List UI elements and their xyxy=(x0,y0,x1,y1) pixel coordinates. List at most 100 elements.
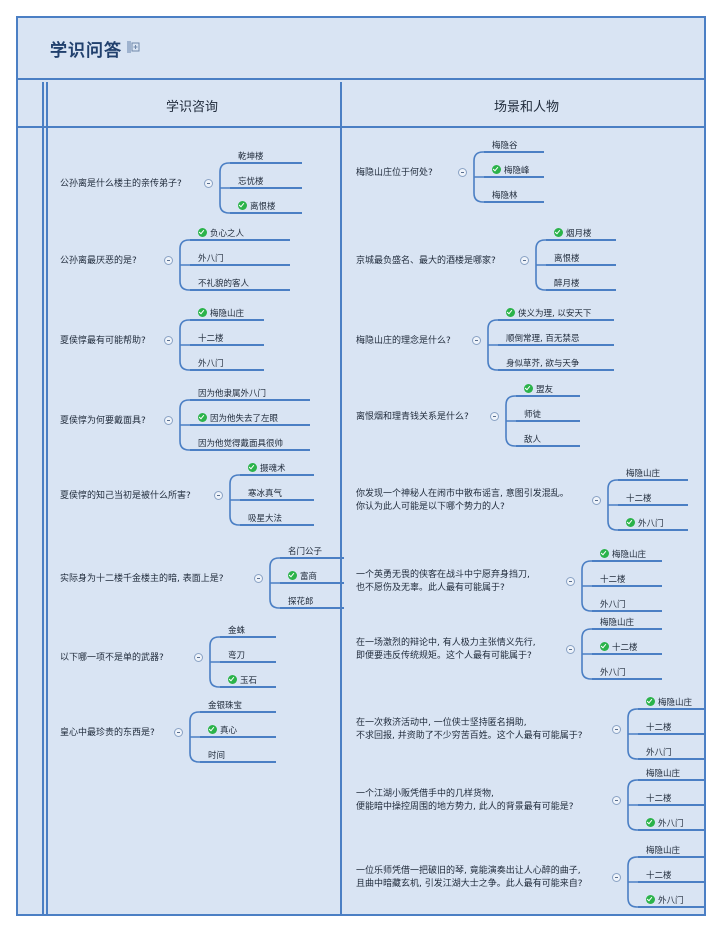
collapse-toggle[interactable] xyxy=(472,336,481,345)
option-underline xyxy=(638,881,704,883)
option-underline xyxy=(190,344,264,346)
option-underline xyxy=(240,474,314,476)
option-underline xyxy=(638,804,704,806)
collapse-toggle[interactable] xyxy=(490,412,499,421)
option-label[interactable]: 离恨楼 xyxy=(238,200,276,212)
option-label[interactable]: 十二楼 xyxy=(626,492,652,504)
collapse-toggle[interactable] xyxy=(458,168,467,177)
option-label[interactable]: 十二楼 xyxy=(198,332,224,344)
option-label[interactable]: 侠义为理, 以安天下 xyxy=(506,307,591,319)
option-label[interactable]: 外八门 xyxy=(600,666,626,678)
option-label[interactable]: 金蛛 xyxy=(228,624,245,636)
option-label[interactable]: 梅隐峰 xyxy=(492,164,530,176)
option-label[interactable]: 外八门 xyxy=(198,252,224,264)
option-label[interactable]: 梅隐山庄 xyxy=(646,844,680,856)
collapse-toggle[interactable] xyxy=(254,574,263,583)
check-icon xyxy=(208,725,217,734)
question-line: 皇心中最珍贵的东西是? xyxy=(60,727,155,738)
option-label[interactable]: 因为他隶属外八门 xyxy=(198,387,266,399)
option-label[interactable]: 摄魂术 xyxy=(248,462,286,474)
option-underline xyxy=(190,319,264,321)
option-label[interactable]: 十二楼 xyxy=(600,641,638,653)
collapse-toggle[interactable] xyxy=(194,653,203,662)
option-label[interactable]: 外八门 xyxy=(646,894,684,906)
collapse-toggle[interactable] xyxy=(612,873,621,882)
option-underline xyxy=(240,499,314,501)
option-label[interactable]: 梅隐林 xyxy=(492,189,518,201)
collapse-toggle[interactable] xyxy=(566,577,575,586)
option-label[interactable]: 顺倒常理, 百无禁忌 xyxy=(506,332,579,344)
question-line: 一个英勇无畏的侠客在战斗中宁愿弃身挡刀, xyxy=(356,570,530,580)
question-line: 且曲中暗藏玄机, 引发江湖大士之争。此人最有可能来自? xyxy=(356,879,583,889)
collapse-toggle[interactable] xyxy=(214,491,223,500)
option-label[interactable]: 离恨楼 xyxy=(554,252,580,264)
question-line: 你发现一个神秘人在闹市中散布谣言, 意图引发混乱。 xyxy=(356,489,569,499)
option-label[interactable]: 富商 xyxy=(288,570,317,582)
collapse-toggle[interactable] xyxy=(566,645,575,654)
notes-icon[interactable] xyxy=(126,40,140,54)
option-text: 摄魂术 xyxy=(260,464,286,474)
option-label[interactable]: 乾坤楼 xyxy=(238,150,264,162)
option-label[interactable]: 真心 xyxy=(208,724,237,736)
option-label[interactable]: 十二楼 xyxy=(600,573,626,585)
option-label[interactable]: 梅隐谷 xyxy=(492,139,518,151)
option-label[interactable]: 吸星大法 xyxy=(248,512,282,524)
option-text: 外八门 xyxy=(198,254,224,264)
option-label[interactable]: 因为他觉得戴面具很帅 xyxy=(198,437,283,449)
option-label[interactable]: 外八门 xyxy=(646,746,672,758)
collapse-toggle[interactable] xyxy=(520,256,529,265)
option-label[interactable]: 弯刀 xyxy=(228,649,245,661)
option-label[interactable]: 师徒 xyxy=(524,408,541,420)
collapse-toggle[interactable] xyxy=(164,336,173,345)
option-label[interactable]: 烟月楼 xyxy=(554,227,592,239)
collapse-toggle[interactable] xyxy=(612,796,621,805)
option-label[interactable]: 梅隐山庄 xyxy=(646,696,692,708)
option-label[interactable]: 梅隐山庄 xyxy=(600,548,646,560)
option-text: 十二楼 xyxy=(646,723,672,733)
option-label[interactable]: 敌人 xyxy=(524,433,541,445)
check-icon xyxy=(554,228,563,237)
option-label[interactable]: 梅隐山庄 xyxy=(600,616,634,628)
option-label[interactable]: 十二楼 xyxy=(646,869,672,881)
collapse-toggle[interactable] xyxy=(164,416,173,425)
option-label[interactable]: 盟友 xyxy=(524,383,553,395)
collapse-toggle[interactable] xyxy=(204,179,213,188)
option-label[interactable]: 时间 xyxy=(208,749,225,761)
option-label[interactable]: 外八门 xyxy=(626,517,664,529)
question-text: 公孙离最厌恶的是? xyxy=(60,255,137,268)
option-label[interactable]: 不礼貌的客人 xyxy=(198,277,249,289)
option-label[interactable]: 忘忧楼 xyxy=(238,175,264,187)
collapse-toggle[interactable] xyxy=(592,496,601,505)
option-underline xyxy=(200,761,276,763)
option-label[interactable]: 名门公子 xyxy=(288,545,322,557)
option-label[interactable]: 十二楼 xyxy=(646,721,672,733)
branch-connector xyxy=(535,239,546,291)
option-text: 弯刀 xyxy=(228,651,246,661)
check-icon xyxy=(626,518,635,527)
option-label[interactable]: 外八门 xyxy=(646,817,684,829)
option-label[interactable]: 醉月楼 xyxy=(554,277,580,289)
option-label[interactable]: 外八门 xyxy=(198,357,224,369)
option-label[interactable]: 梅隐山庄 xyxy=(646,767,680,779)
option-label[interactable]: 玉石 xyxy=(228,674,257,686)
option-label[interactable]: 金银珠宝 xyxy=(208,699,242,711)
branch-connector xyxy=(627,856,638,908)
option-label[interactable]: 梅隐山庄 xyxy=(626,467,660,479)
option-label[interactable]: 探花郎 xyxy=(288,595,314,607)
collapse-toggle[interactable] xyxy=(612,725,621,734)
option-label[interactable]: 负心之人 xyxy=(198,227,244,239)
option-label[interactable]: 因为他失去了左眼 xyxy=(198,412,278,424)
collapse-toggle[interactable] xyxy=(164,256,173,265)
option-label[interactable]: 寒冰真气 xyxy=(248,487,282,499)
option-label[interactable]: 外八门 xyxy=(600,598,626,610)
option-underline xyxy=(516,445,580,447)
option-label[interactable]: 身似草芥, 欲与天争 xyxy=(506,357,579,369)
check-icon xyxy=(600,642,609,651)
check-icon xyxy=(646,818,655,827)
option-label[interactable]: 梅隐山庄 xyxy=(198,307,244,319)
option-text: 外八门 xyxy=(600,668,626,678)
option-label[interactable]: 十二楼 xyxy=(646,792,672,804)
option-underline xyxy=(200,736,276,738)
collapse-toggle[interactable] xyxy=(174,728,183,737)
check-icon xyxy=(288,571,297,580)
